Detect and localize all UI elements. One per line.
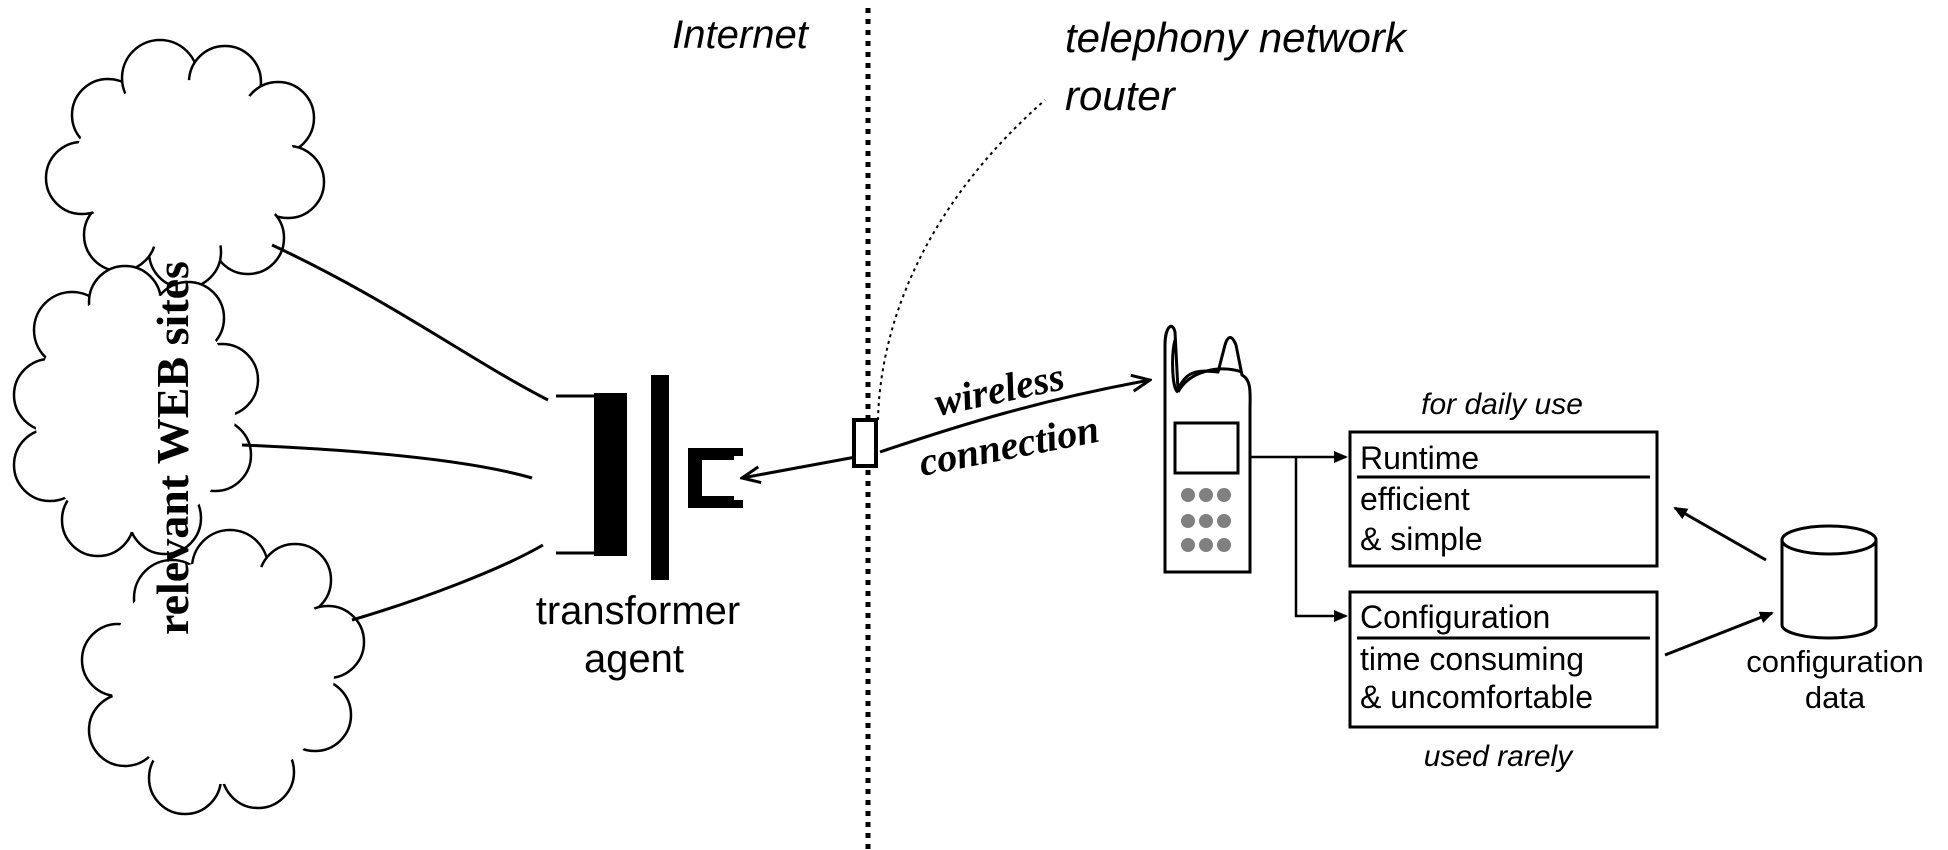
- transformer-agent-icon: [556, 375, 743, 580]
- runtime-line2: & simple: [1360, 521, 1483, 557]
- configuration-line2: & uncomfortable: [1360, 679, 1593, 715]
- link-cloud-top: [271, 243, 549, 402]
- cloud-website-middle: [12, 264, 260, 558]
- used-rarely-label: used rarely: [1424, 740, 1574, 773]
- telephony-label-line2: router: [1065, 72, 1177, 119]
- link-cloud-middle: [241, 443, 533, 480]
- configuration-title: Configuration: [1360, 599, 1550, 635]
- wireless-connection-line: [742, 452, 873, 478]
- router-icon: [852, 418, 878, 468]
- cloud-website-bottom: [80, 528, 366, 816]
- daily-use-label: for daily use: [1421, 388, 1583, 421]
- mobile-phone-icon: [1163, 324, 1252, 574]
- configuration-to-data-arrow: [1664, 611, 1774, 657]
- phone-to-configuration-connector: [1294, 457, 1348, 622]
- link-cloud-bottom: [351, 543, 544, 622]
- configuration-box: Configuration time consuming & uncomfort…: [1348, 590, 1659, 729]
- telephony-label-line1: telephony network: [1065, 14, 1408, 61]
- internet-label: Internet: [672, 13, 810, 57]
- router-pointer-line: [877, 99, 1046, 421]
- config-data-label-line2: data: [1805, 680, 1866, 715]
- transformer-label-line2: agent: [584, 637, 684, 681]
- runtime-line1: efficient: [1360, 481, 1470, 517]
- data-to-runtime-arrow: [1673, 506, 1767, 562]
- transformer-label-line1: transformer: [536, 589, 741, 633]
- database-icon: [1780, 524, 1878, 640]
- config-data-label-line1: configuration: [1746, 644, 1924, 679]
- runtime-box: Runtime efficient & simple: [1348, 430, 1659, 568]
- wireless-connection-line-right: [879, 380, 1150, 454]
- cloud-website-top: [44, 38, 326, 290]
- configuration-line1: time consuming: [1360, 641, 1584, 677]
- websites-label: relevant WEB sites: [147, 261, 198, 635]
- runtime-title: Runtime: [1360, 440, 1479, 476]
